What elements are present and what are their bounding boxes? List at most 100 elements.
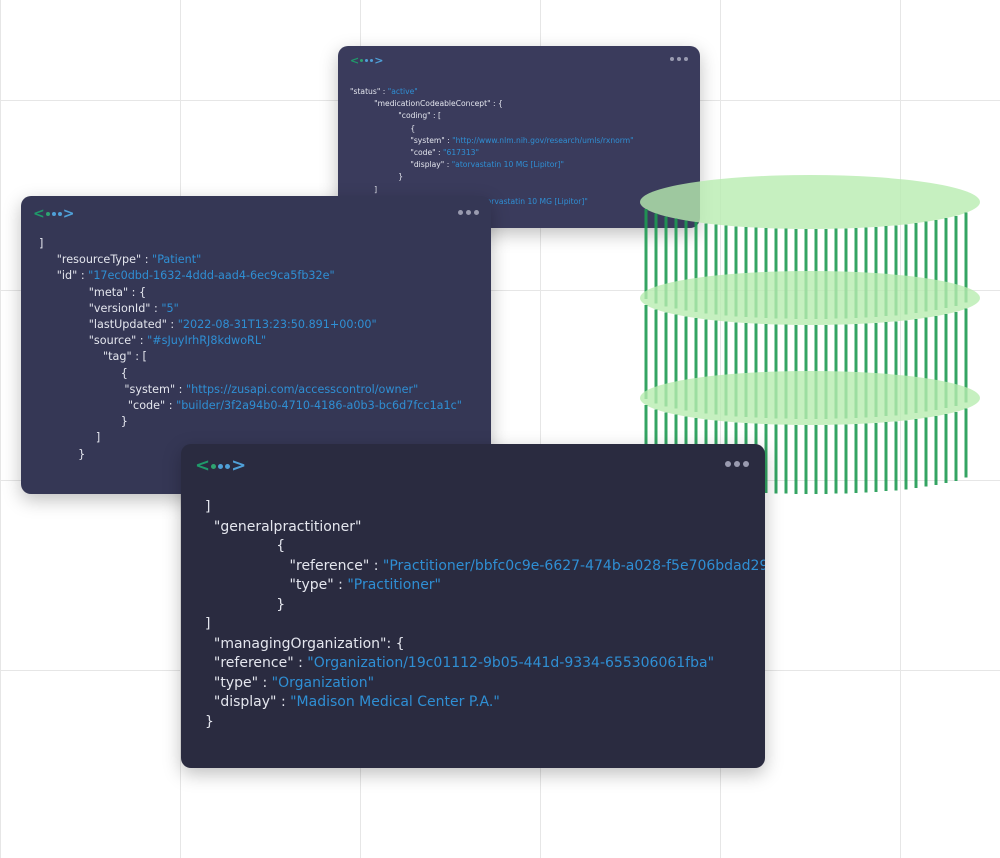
json-key: "system" : [39,382,186,396]
patient-json-card: < > ] "resourceType" : "Patient" "id" : … [21,196,491,494]
code-line: } [350,171,634,183]
db-disc [640,175,980,229]
json-string-value: "17ec0dbd-1632-4ddd-aad4-6ec9ca5fb32e" [88,269,335,283]
json-string-value: "builder/3f2a94b0-4710-4186-a0b3-bc6d7fc… [176,399,462,413]
code-line: "system" : "http://www.nlm.nih.gov/resea… [350,135,634,147]
json-key: "id" : [39,269,89,283]
json-string-value: "Practitioner" [347,577,442,593]
json-key: { [205,538,286,554]
code-line: "medicationCodeableConcept" : { [350,98,634,110]
db-disc [640,271,980,325]
code-line: "lastUpdated" : "2022-08-31T13:23:50.891… [39,317,462,333]
code-line: ] [39,236,462,252]
json-key: "meta" : { [39,285,147,299]
json-key: ] [205,616,211,632]
code-line: "type" : "Organization" [205,674,765,694]
json-key: "type" : [205,674,272,691]
card-header: < > [338,46,700,76]
database-cylinder-icon [640,175,980,494]
code-line: "meta" : { [39,285,462,301]
json-string-value: "atorvastatin 10 MG [Lipitor]" [475,196,588,206]
more-dots-icon[interactable] [458,210,479,215]
json-key: } [205,713,214,730]
json-string-value: "#sJuyIrhRJ8kdwoRL" [147,334,267,348]
code-line: ] [39,430,462,446]
chevron-dots-logo-icon: < > [195,455,247,476]
organization-json-card: < > ] "generalpractitioner" { "reference… [181,444,765,768]
json-key: "generalpractitioner" [205,518,362,535]
json-key: "resourceType" : [39,253,153,267]
json-key: "code" : [350,148,444,158]
json-key: } [205,596,286,613]
json-key: { [350,123,416,133]
json-string-value: "2022-08-31T13:23:50.891+00:00" [177,318,377,332]
json-key: } [39,415,128,429]
json-key: "display" : [350,160,452,170]
json-key: } [39,447,86,461]
code-line: { [205,537,765,557]
json-key: "tag" : [ [39,350,147,364]
json-key: "coding" : [ [350,111,441,121]
card-header: < > [21,196,491,226]
code-line: "status" : "active" [350,86,634,98]
code-line: "id" : "17ec0dbd-1632-4ddd-aad4-6ec9ca5f… [39,268,462,284]
code-line: "coding" : [ [350,110,634,122]
code-line: "code" : "builder/3f2a94b0-4710-4186-a0b… [39,398,462,414]
more-dots-icon[interactable] [725,461,749,467]
code-line: ] [350,184,634,196]
json-key: "status" : [350,87,388,96]
code-line: "resourceType" : "Patient" [39,252,462,268]
json-string-value: "Madison Medical Center P.A." [290,694,500,710]
json-key: ] [39,431,101,445]
json-key: ] [39,237,44,250]
json-key: { [39,366,128,380]
code-line: "reference" : "Practitioner/bbfc0c9e-662… [205,557,765,577]
code-line: } [205,713,765,733]
json-key: "managingOrganization": { [205,635,405,652]
json-key: "code" : [39,399,177,413]
json-code-block: "status" : "active" "medicationCodeableC… [350,86,634,208]
json-string-value: "617313" [443,148,480,158]
code-line: { [39,366,462,382]
code-line: } [39,447,462,463]
json-string-value: "Practitioner/bbfc0c9e-6627-474b-a028-f5… [382,557,765,574]
json-string-value: "active" [387,87,418,96]
json-key: ] [350,184,378,194]
json-string-value: "Patient" [152,253,202,267]
json-string-value: "5" [161,301,179,315]
code-line: "generalpractitioner" [205,518,765,538]
code-line: "type" : "Practitioner" [205,576,765,596]
code-line: "display" : "Madison Medical Center P.A.… [205,693,765,713]
json-code-block: ] "resourceType" : "Patient" "id" : "17e… [39,236,462,463]
json-key: "medicationCodeableConcept" : { [350,99,503,109]
json-key: "type" : [205,577,348,593]
json-key: "versionId" : [39,301,162,315]
code-line: "versionId" : "5" [39,301,462,317]
code-line: "display" : "atorvastatin 10 MG [Lipitor… [350,159,634,171]
json-string-value: "Organization" [271,674,375,691]
json-key: "reference" : [205,557,383,574]
json-key: } [350,172,404,182]
code-line: "source" : "#sJuyIrhRJ8kdwoRL" [39,333,462,349]
json-key: "system" : [350,135,453,145]
json-string-value: "atorvastatin 10 MG [Lipitor]" [451,160,564,170]
code-line: } [39,414,462,430]
code-line: "system" : "https://zusapi.com/accesscon… [39,382,462,398]
code-line: "tag" : [ [39,349,462,365]
card-header: < > [181,444,765,476]
json-key: "source" : [39,334,148,348]
code-line: { [350,123,634,135]
code-line: "atorvastatin 10 MG [Lipitor]" [350,196,634,208]
json-string-value: "https://zusapi.com/accesscontrol/owner" [185,382,419,396]
more-dots-icon[interactable] [670,57,688,61]
json-string-value: "http://www.nlm.nih.gov/research/umls/rx… [452,135,634,145]
json-string-value: "Organization/19c01112-9b05-441d-9334-65… [307,655,715,671]
code-line: "managingOrganization": { [205,635,765,655]
json-key: "display" : [205,694,291,710]
code-line: ] [205,615,765,635]
code-line: "reference" : "Organization/19c01112-9b0… [205,654,765,674]
chevron-dots-logo-icon: < > [350,54,384,67]
json-key: ] [205,499,211,515]
json-key: "lastUpdated" : [39,318,178,332]
code-line: } [205,596,765,616]
